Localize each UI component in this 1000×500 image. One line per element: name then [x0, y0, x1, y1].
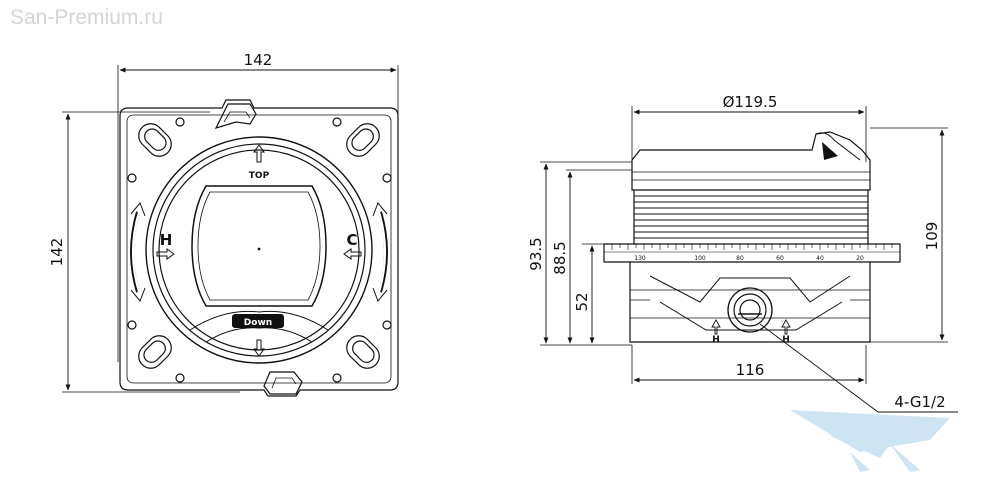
bottom-clip — [263, 371, 303, 395]
front-height-label: 142 — [48, 238, 66, 267]
corner-slot-top-right — [346, 123, 380, 157]
screw-hole — [175, 373, 185, 383]
cap-body — [631, 131, 871, 191]
screw-hole — [127, 173, 137, 183]
screw-hole — [382, 173, 392, 183]
side-view — [540, 106, 958, 413]
brand-logo — [790, 410, 950, 472]
height-88-label: 88.5 — [551, 241, 569, 274]
scale-ticks — [611, 244, 893, 250]
hot-label: H — [160, 231, 173, 249]
base-width-label: 116 — [736, 361, 765, 379]
hot-marker-left-label: H — [712, 335, 720, 345]
corner-slot-bottom-right — [346, 335, 380, 369]
thread-section — [634, 195, 868, 239]
scale-tick-label: 40 — [816, 255, 824, 262]
screw-hole — [332, 373, 342, 383]
pipe-fitting — [727, 287, 773, 333]
scale-tick-label: 130 — [634, 255, 646, 262]
top-label: TOP — [249, 171, 270, 181]
screw-hole — [175, 117, 185, 127]
hot-marker-right-label: H — [782, 335, 790, 345]
front-width-label: 142 — [244, 51, 273, 69]
scale-flange — [603, 243, 901, 263]
down-label-box — [232, 314, 284, 328]
screw-hole — [127, 320, 137, 330]
cold-arrow-icon — [343, 248, 362, 260]
screw-hole — [332, 117, 342, 127]
outer-ring — [145, 136, 373, 364]
hot-marker-right-icon — [781, 319, 791, 335]
diameter-label: Ø119.5 — [723, 93, 778, 111]
front-view — [62, 65, 399, 397]
height-93-label: 93.5 — [527, 237, 545, 270]
height-109-label: 109 — [923, 222, 941, 251]
corner-slot-bottom-left — [138, 335, 172, 369]
down-arrow-icon — [253, 339, 265, 357]
hot-arrow-icon — [156, 248, 175, 260]
down-label: Down — [244, 318, 272, 328]
cold-label: C — [346, 231, 357, 249]
corner-slot-top-left — [138, 123, 172, 157]
watermark-text: San-Premium.ru — [10, 6, 163, 29]
mounting-plate — [119, 99, 399, 397]
screw-hole — [382, 320, 392, 330]
up-arrow-icon — [253, 144, 265, 163]
height-52-label: 52 — [573, 292, 591, 311]
scale-tick-label: 100 — [694, 255, 706, 262]
hot-marker-left-icon — [711, 319, 721, 335]
connection-leader — [759, 323, 958, 413]
scale-tick-label: 80 — [736, 255, 744, 262]
display-window — [191, 185, 327, 307]
scale-tick-label: 60 — [776, 255, 784, 262]
top-clip — [214, 103, 257, 129]
connection-note: 4-G1/2 — [894, 393, 945, 411]
lower-body — [629, 262, 871, 343]
scale-tick-label: 20 — [856, 255, 864, 262]
